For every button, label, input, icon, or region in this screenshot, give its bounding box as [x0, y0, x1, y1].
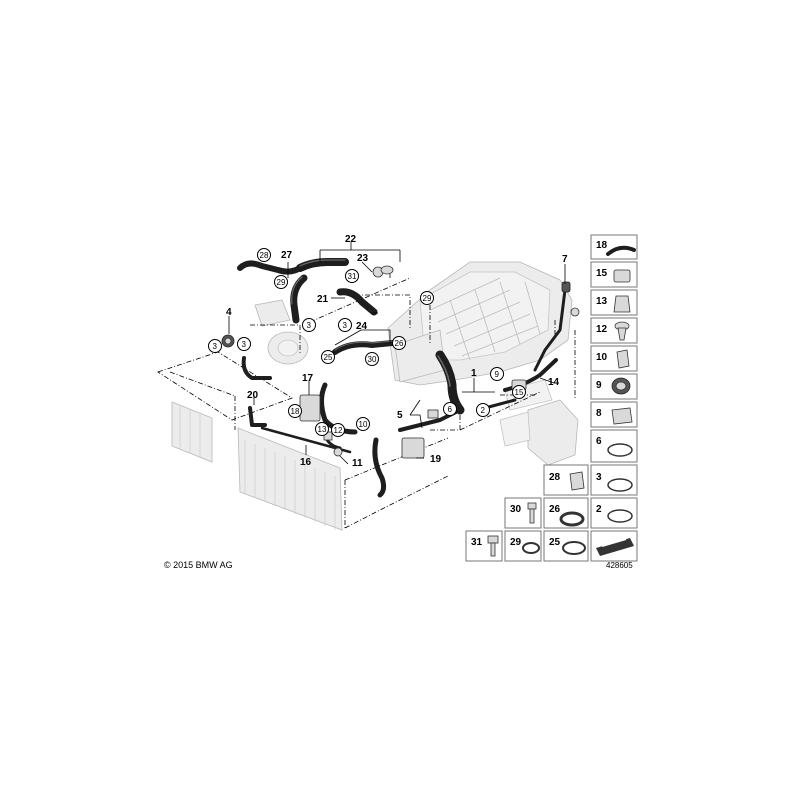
callout-30: 30: [368, 355, 377, 364]
callout-31: 31: [348, 272, 357, 281]
callout-13: 13: [318, 425, 327, 434]
callout-3-left: 3: [242, 340, 247, 349]
small-parts: [221, 265, 580, 459]
legend-29-label: 29: [510, 537, 522, 548]
callout-17: 17: [302, 373, 314, 384]
callout-29-engine: 29: [423, 294, 432, 303]
callout-5: 5: [397, 410, 403, 421]
callout-21: 21: [317, 294, 329, 305]
assembly-lines: [157, 268, 576, 529]
legend-2-label: 2: [596, 504, 602, 515]
legend-25-label: 25: [549, 537, 561, 548]
legend-18-label: 18: [596, 240, 608, 251]
callout-10: 10: [359, 420, 368, 429]
legend-3-label: 3: [596, 472, 602, 483]
legend-28-label: 28: [549, 472, 561, 483]
legend-10-label: 10: [596, 352, 608, 363]
callout-16: 16: [300, 457, 312, 468]
callout-1: 1: [471, 368, 477, 379]
callout-7: 7: [562, 254, 568, 265]
callout-11: 11: [352, 458, 363, 469]
callout-20: 20: [247, 390, 259, 401]
legend-30-label: 30: [510, 504, 522, 515]
callout-6: 6: [448, 405, 453, 414]
callout-3-far: 3: [213, 342, 218, 351]
callouts: 22 23 27 28 29 31 21 29 4 3 3 24 3 3 26 …: [208, 234, 568, 469]
callout-3-mid: 3: [343, 321, 348, 330]
callout-2: 2: [481, 406, 486, 415]
copyright-text: © 2015 BMW AG: [164, 560, 233, 570]
callout-19: 19: [430, 454, 442, 465]
callout-12: 12: [334, 426, 343, 435]
legend-6-label: 6: [596, 436, 602, 447]
callout-25: 25: [324, 353, 333, 362]
callout-26: 26: [395, 339, 404, 348]
callout-27: 27: [281, 250, 293, 261]
legend-31-label: 31: [471, 537, 483, 548]
callout-3-pump: 3: [307, 321, 312, 330]
diagram-number: 428605: [606, 561, 633, 570]
legend-12-label: 12: [596, 324, 608, 335]
parts-legend: 18 15 13 12 10 9 8 6 3 2: [465, 234, 638, 562]
callout-29-top: 29: [277, 278, 286, 287]
callout-23: 23: [357, 253, 369, 264]
engine-block: [387, 261, 573, 386]
legend-15-label: 15: [596, 268, 608, 279]
leader-lines: [228, 242, 566, 465]
radiator: [237, 427, 343, 531]
callout-18: 18: [291, 407, 300, 416]
legend-13-label: 13: [596, 296, 608, 307]
legend-8-label: 8: [596, 408, 602, 419]
callout-28: 28: [260, 251, 269, 260]
legend-9-label: 9: [596, 380, 602, 391]
expansion-tank: [499, 379, 579, 466]
callout-22: 22: [345, 234, 357, 245]
callout-9: 9: [495, 370, 500, 379]
hoses: [237, 258, 567, 498]
legend-26-label: 26: [549, 504, 561, 515]
aux-radiator: [171, 401, 213, 463]
callout-14: 14: [548, 377, 560, 388]
callout-24: 24: [356, 321, 368, 332]
callout-4: 4: [226, 307, 232, 318]
callout-15: 15: [515, 388, 524, 397]
water-pump: [254, 299, 309, 365]
